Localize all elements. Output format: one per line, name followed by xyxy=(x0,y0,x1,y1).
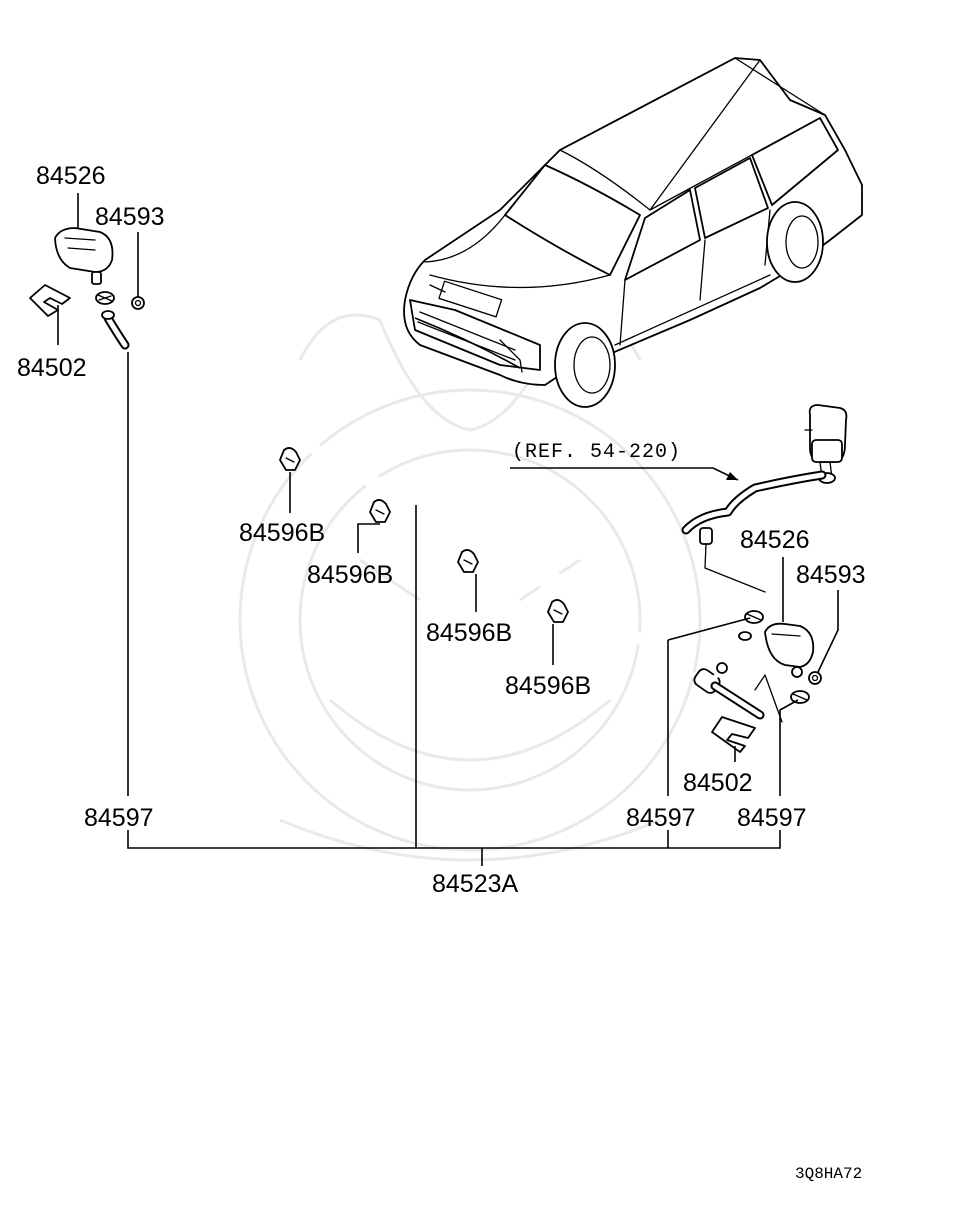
callout-clamp-2: 84596B xyxy=(307,561,393,589)
washer-nozzle-right xyxy=(764,622,815,678)
grommet-left xyxy=(131,296,145,310)
callout-clip-right: 84502 xyxy=(683,769,753,797)
callout-joint-right: 84597 xyxy=(737,804,807,832)
washer-hose-main xyxy=(101,310,703,683)
callout-clip-left: 84502 xyxy=(17,354,87,382)
reference-label: (REF. 54-220) xyxy=(512,441,681,464)
watermark-emblem xyxy=(238,313,702,862)
callout-joint-center: 84597 xyxy=(626,804,696,832)
callout-grommet-right: 84593 xyxy=(796,561,866,589)
callout-nozzle-right: 84526 xyxy=(740,526,810,554)
callout-joint-left: 84597 xyxy=(84,804,154,832)
grommet-right xyxy=(808,671,822,685)
reference-leader: (REF. 54-220) xyxy=(510,441,739,481)
check-valve-right-lower xyxy=(790,690,810,704)
vehicle-illustration xyxy=(403,57,863,408)
hose-joint-right xyxy=(693,631,783,723)
hose-clamp-3 xyxy=(457,549,479,573)
drawing-code: 3Q8HA72 xyxy=(795,1165,862,1183)
callout-grommet-left: 84593 xyxy=(95,203,165,231)
callout-hose-assembly: 84523A xyxy=(432,870,519,898)
callout-clamp-1: 84596B xyxy=(239,519,325,547)
check-valve-right-upper xyxy=(744,610,764,624)
hose-clamp-4 xyxy=(547,599,569,623)
check-valve-left xyxy=(95,291,115,305)
hose-clamp-1 xyxy=(279,447,301,471)
clip-left xyxy=(29,284,71,317)
washer-nozzle-left xyxy=(54,227,114,285)
clip-right xyxy=(711,716,756,753)
hose-clamp-2 xyxy=(369,499,391,523)
callout-nozzle-left: 84526 xyxy=(36,162,106,190)
leader-lines xyxy=(57,193,839,866)
callout-clamp-3: 84596B xyxy=(426,619,512,647)
callout-labels: 84526 84593 84502 84526 84593 84502 8459… xyxy=(17,162,866,898)
callout-clamp-4: 84596B xyxy=(505,672,591,700)
washer-pump xyxy=(681,404,848,593)
